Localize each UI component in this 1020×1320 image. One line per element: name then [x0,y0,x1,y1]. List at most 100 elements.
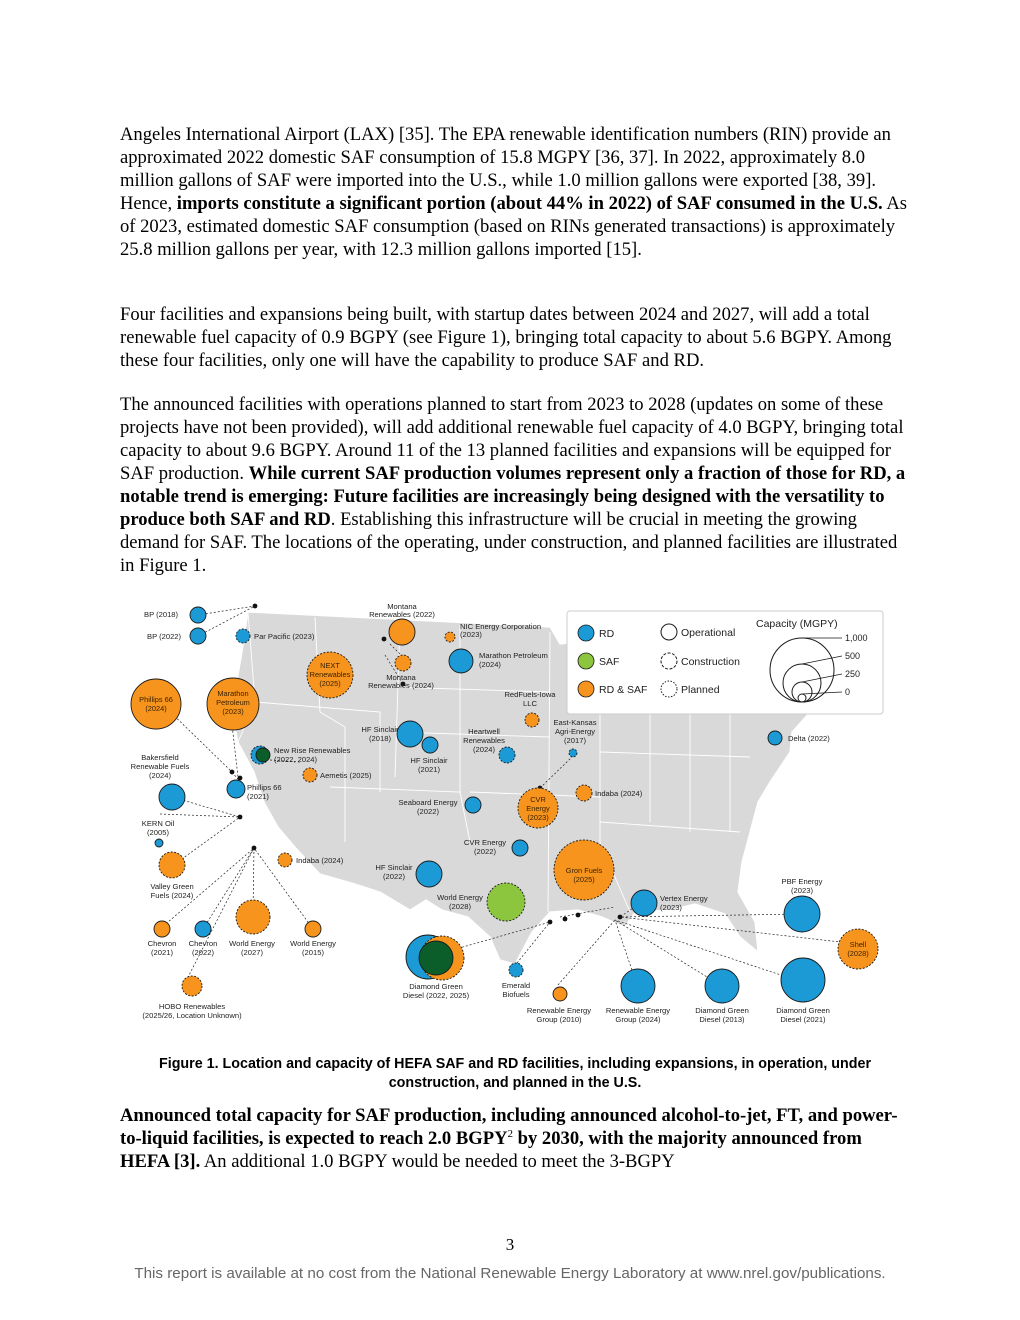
label-reg-2024-l1: Renewable Energy [606,1006,670,1015]
legend-saf-swatch [577,652,595,670]
paragraph-saf-consumption: Angeles International Airport (LAX) [35]… [120,123,910,261]
bubble-reg-2010 [552,986,568,1002]
label-hfs-2021-l1: HF Sinclair [410,756,448,765]
label-marathon-2024-l2: (2024) [479,660,501,669]
label-par-pacific: Par Pacific (2023) [254,632,315,641]
page-number: 3 [505,1235,515,1254]
bubble-chevron-2021 [153,920,171,938]
bubble-gron [553,839,615,901]
bubble-shell [837,928,879,970]
label-pbf-l2: (2023) [791,886,813,895]
label-hfs-2018-l1: HF Sinclair [361,725,399,734]
label-hfs-2018-l2: (2018) [369,734,391,743]
bubble-next-renewables [306,651,354,699]
label-emerald-l2: Biofuels [502,990,529,999]
label-nic-l2: (2023) [460,630,482,639]
label-bp-2022: BP (2022) [147,632,182,641]
label-hfs-2022-l1: HF Sinclair [375,863,413,872]
legend-rd-label: RD [599,628,615,640]
label-redfuels-l1: RedFuels-Iowa [504,690,556,699]
label-indaba-2024a: Indaba (2024) [595,789,643,798]
label-kern-l2: (2005) [147,828,169,837]
bubble-seaboard [464,796,482,814]
label-next-l3: (2025) [319,679,340,688]
bubble-world-energy-2027 [235,899,271,935]
legend-saf-label: SAF [599,656,619,668]
bubble-kern [154,838,164,848]
bubble-world-energy-2028 [486,882,526,922]
bubble-hobo [181,975,203,997]
figure-1-facility-map: BP (2018) BP (2022) Par Pacific (2023) M… [130,592,890,1032]
bubble-hfs-2022 [415,860,443,888]
label-east-kansas-l1: East-Kansas [553,718,596,727]
legend-rd-saf-label: RD & SAF [599,684,647,696]
label-nic-l1: NIC Energy Corporation [460,622,541,631]
legend-rd-saf-swatch [577,680,595,698]
label-montana-2024-l1: Montana [386,673,416,682]
legend-capacity-1000-label: 1,000 [845,633,868,643]
facility-bubbles [130,606,879,1004]
figure-caption: Figure 1. Location and capacity of HEFA … [158,1056,872,1091]
label-phillips-2021-l1: Phillips 66 [247,783,282,792]
legend-capacity-ticks [801,637,843,695]
paragraph-announced-facilities: The announced facilities with operations… [120,393,910,577]
bubble-bakersfield [158,783,186,811]
bubble-dgd-2013 [704,968,740,1004]
bubble-phillips-2024 [130,678,182,730]
bubble-hfs-2018 [396,720,424,748]
label-phillips-2024-l1: Phillips 66 [139,695,173,704]
label-emerald-l1: Emerald [502,981,530,990]
label-new-rise-l1: New Rise Renewables [274,746,351,755]
facility-labels: BP (2018) BP (2022) Par Pacific (2023) M… [131,602,869,1024]
label-world-energy-2027-l2: (2027) [241,948,263,957]
bubble-hfs-2021 [421,736,439,754]
label-heartwell-l1: Heartwell [468,727,500,736]
label-bp-2018: BP (2018) [144,610,179,619]
bubble-vertex [630,889,658,917]
label-cvr-2022-l2: (2022) [474,847,496,856]
bubble-cvr-2022 [511,839,529,857]
label-aemetis: Aemetis (2025) [320,771,372,780]
label-marathon-2023-l1: Marathon [217,689,248,698]
label-hfs-2022-l2: (2022) [383,872,405,881]
bubble-pbf [783,895,821,933]
bubble-cvr-2023 [517,787,559,829]
bold-run: Announced total capacity for SAF product… [120,1105,898,1149]
bold-run: While current SAF production volumes rep… [120,463,906,530]
label-dgd-2013-l1: Diamond Green [695,1006,749,1015]
label-seaboard-l1: Seaboard Energy [398,798,457,807]
bubble-montana-2024 [394,654,412,672]
bubble-emerald [508,962,524,978]
label-bakersfield-l3: (2024) [149,771,171,780]
page-footer: This report is available at no cost from… [134,1265,886,1282]
bubble-new-rise-inner [255,747,271,763]
label-cvr-2023-l1: CVR [530,795,546,804]
label-dgd-2022-l2: Diesel (2022, 2025) [403,991,470,1000]
paragraph-facilities-construction: Four facilities and expansions being bui… [120,303,910,372]
label-new-rise-l2: (2022, 2024) [274,755,318,764]
label-hobo-l1: HOBO Renewables [159,1002,225,1011]
text-run: Four facilities and expansions being bui… [120,304,892,371]
label-chevron-2021-l1: Chevron [148,939,177,948]
label-montana-2024-l2: Renewables (2024) [368,681,434,690]
label-marathon-2023-l3: (2023) [222,707,243,716]
label-bakersfield-l1: Bakersfield [141,753,179,762]
bubble-delta [767,730,783,746]
label-phillips-2021-l2: (2021) [247,792,269,801]
bold-run: imports constitute a significant portion… [176,193,883,214]
text-run: The announced facilities with operations… [120,394,904,484]
bubble-par-pacific [235,628,251,644]
bubble-indaba-2024a [575,784,593,802]
label-redfuels-l2: LLC [523,699,537,708]
label-phillips-2024-l2: (2024) [145,704,166,713]
bubble-indaba-2024b [277,852,293,868]
footnote-marker: 2 [507,1127,514,1140]
label-marathon-2024-l1: Marathon Petroleum [479,651,548,660]
text-run: Angeles International Airport (LAX) [35]… [120,124,891,214]
label-kern-l1: KERN Oil [142,819,175,828]
label-shell-l1: Shell [850,940,867,949]
bubble-dgd-2022-inner [418,940,454,976]
label-east-kansas-l2: Agri-Energy [555,727,595,736]
label-next-l2: Renewables [310,670,351,679]
label-montana-2022-l1: Montana [387,602,417,611]
